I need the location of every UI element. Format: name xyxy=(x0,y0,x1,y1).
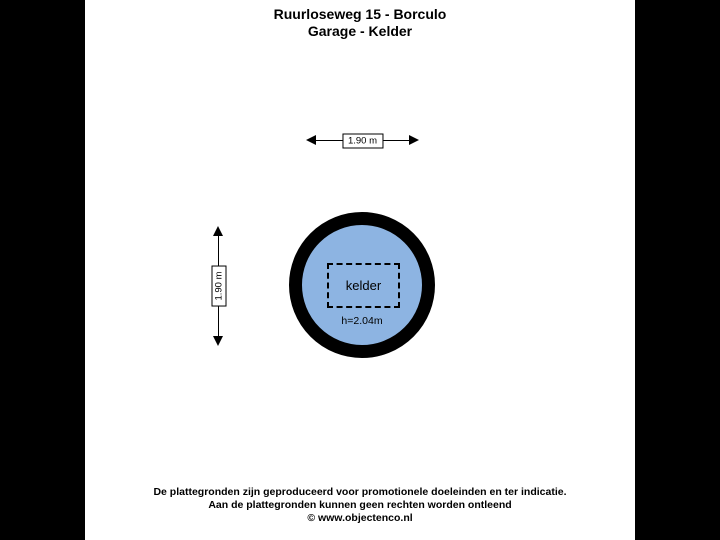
floorplan-sheet: Ruurloseweg 15 - Borculo Garage - Kelder… xyxy=(85,0,635,540)
room-label: kelder xyxy=(345,278,382,293)
disclaimer-line-2: Aan de plattegronden kunnen geen rechten… xyxy=(208,499,512,511)
page-subtitle: Garage - Kelder xyxy=(307,23,413,39)
width-dimension-label: 1.90 m xyxy=(341,133,384,148)
ceiling-height-label: h=2.04m xyxy=(341,315,383,327)
height-dimension: 1.90 m xyxy=(210,226,227,346)
cellar-circle-wall xyxy=(289,212,435,358)
copyright-line: © www.objectenco.nl xyxy=(307,512,413,524)
height-dimension-label: 1.90 m xyxy=(211,265,226,307)
room-outline: kelder xyxy=(327,263,400,308)
arrow-down-icon xyxy=(213,336,223,346)
footer-disclaimer: De plattegronden zijn geproduceerd voor … xyxy=(85,486,635,525)
width-dimension: 1.90 m xyxy=(306,132,419,149)
page-title: Ruurloseweg 15 - Borculo xyxy=(273,6,447,22)
disclaimer-line-1: De plattegronden zijn geproduceerd voor … xyxy=(153,486,567,498)
arrow-right-icon xyxy=(409,135,419,145)
title-block: Ruurloseweg 15 - Borculo Garage - Kelder xyxy=(85,6,635,40)
arrow-up-icon xyxy=(213,226,223,236)
arrow-left-icon xyxy=(306,135,316,145)
